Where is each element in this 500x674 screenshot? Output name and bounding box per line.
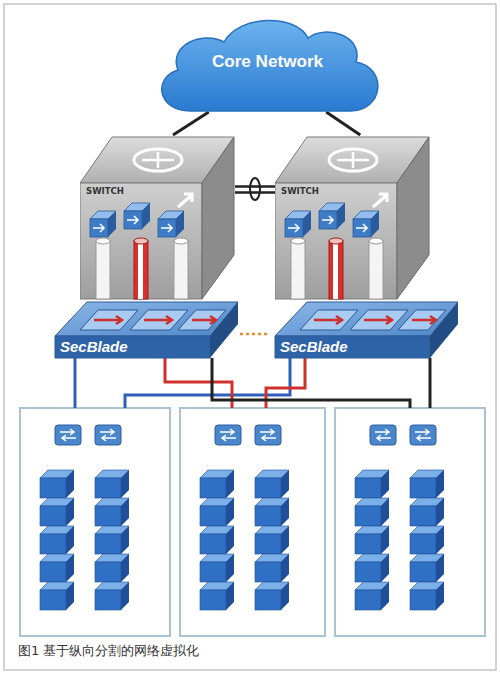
access-wires bbox=[75, 358, 430, 408]
switch-node: SWITCH bbox=[80, 135, 235, 300]
secblade-node: SecBlade bbox=[270, 298, 460, 370]
link-aggregation-ring bbox=[250, 178, 260, 200]
switch-shape bbox=[275, 135, 430, 300]
device-label: SWITCH bbox=[281, 186, 319, 197]
switch-node: SWITCH bbox=[275, 135, 430, 300]
figure-caption: 图1 基于纵向分割的网络虚拟化 bbox=[18, 642, 199, 660]
blade-shape bbox=[270, 298, 460, 370]
network-link bbox=[173, 112, 209, 135]
cloud-node: Core Network bbox=[150, 12, 385, 112]
blade-label: SecBlade bbox=[280, 337, 348, 357]
network-link bbox=[235, 186, 275, 192]
peer-link bbox=[240, 333, 270, 336]
server-groups bbox=[20, 408, 485, 636]
blade-shape bbox=[50, 298, 240, 370]
network-link bbox=[326, 112, 360, 135]
device-label: SWITCH bbox=[86, 186, 124, 197]
figure-frame bbox=[4, 4, 496, 670]
secblade-node: SecBlade bbox=[50, 298, 240, 370]
cloud-label: Core Network bbox=[150, 51, 385, 73]
switch-shape bbox=[80, 135, 235, 300]
blade-label: SecBlade bbox=[60, 337, 128, 357]
